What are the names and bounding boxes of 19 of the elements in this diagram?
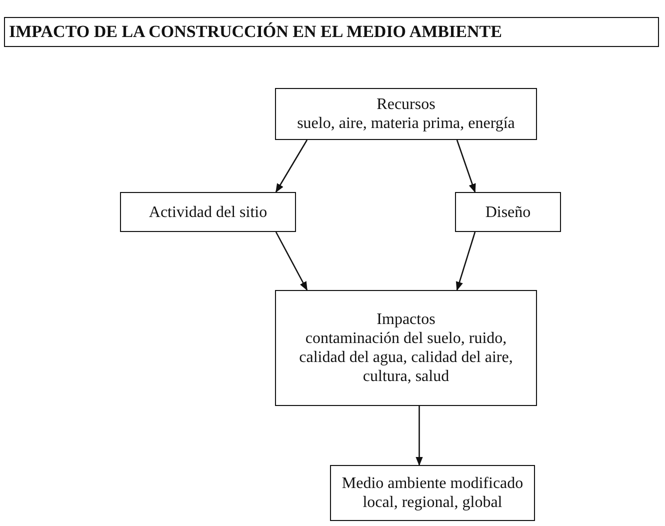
arrow (456, 232, 476, 291)
process-box (275, 88, 537, 140)
box-heading: Diseño (485, 202, 531, 222)
arrow (456, 140, 476, 193)
arrow (416, 406, 423, 466)
arrow (275, 232, 308, 291)
process-box (330, 465, 535, 521)
arrow (275, 140, 308, 193)
box-heading: Medio ambiente modificado (342, 474, 524, 493)
process-box (120, 192, 296, 232)
process-box (455, 192, 561, 232)
box-heading: Recursos (376, 95, 436, 114)
process-box (275, 290, 537, 406)
box-heading: Actividad del sitio (148, 202, 268, 222)
box-heading: Impactos (376, 310, 436, 329)
box-text: contaminación del suelo, ruido, calidad del agua, calidad del aire, cultura, salud (298, 329, 514, 386)
title: IMPACTO DE LA CONSTRUCCIÓN EN EL MEDIO AMBIENTE (4, 17, 659, 47)
box-text: local, regional, global (362, 493, 502, 512)
box-text: suelo, aire, materia prima, energía (297, 114, 515, 133)
